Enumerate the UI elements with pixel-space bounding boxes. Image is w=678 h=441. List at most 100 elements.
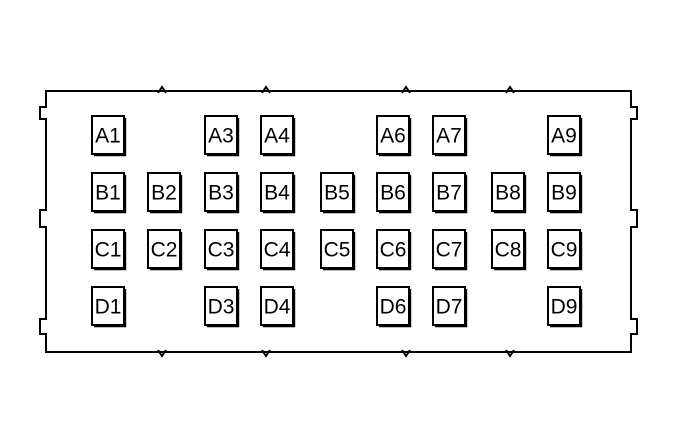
pin-a9: A9 xyxy=(547,115,583,157)
pin-label: B1 xyxy=(95,182,121,205)
pin-label: D3 xyxy=(208,296,235,319)
pin-box-edge xyxy=(207,232,240,271)
pin-box xyxy=(432,229,466,269)
pin-label: B9 xyxy=(551,182,577,205)
pin-box-edge xyxy=(379,289,412,328)
pin-label: D6 xyxy=(380,296,407,319)
connector-notches xyxy=(157,85,515,358)
pin-box-edge xyxy=(207,175,240,214)
pin-label: C3 xyxy=(208,239,235,262)
pin-box-edge xyxy=(323,232,356,271)
pin-box xyxy=(376,229,410,269)
pin-box-edge xyxy=(94,232,127,271)
pin-a3: A3 xyxy=(204,115,240,157)
pin-box-edge xyxy=(263,175,296,214)
pin-label: D7 xyxy=(436,296,463,319)
pin-c8: C8 xyxy=(491,229,527,271)
pin-d3: D3 xyxy=(204,286,240,328)
pin-label: C5 xyxy=(324,239,351,262)
pin-box-edge xyxy=(379,175,412,214)
pin-box-edge xyxy=(94,175,127,214)
pin-box-edge xyxy=(550,289,583,328)
pin-box-edge xyxy=(150,175,183,214)
pin-b9: B9 xyxy=(547,172,583,214)
pin-d7: D7 xyxy=(432,286,468,328)
pin-label: C4 xyxy=(264,239,291,262)
pin-b2: B2 xyxy=(147,172,183,214)
pin-box-edge xyxy=(435,118,468,157)
pin-box-edge xyxy=(550,232,583,271)
pin-label: A3 xyxy=(208,125,234,148)
pin-box-edge xyxy=(494,175,527,214)
pin-label: C7 xyxy=(436,239,463,262)
pin-c9: C9 xyxy=(547,229,583,271)
connector-outline xyxy=(39,90,638,353)
pin-label: D4 xyxy=(264,296,291,319)
pin-a6: A6 xyxy=(376,115,412,157)
pin-label: B8 xyxy=(495,182,521,205)
pin-label: C6 xyxy=(380,239,407,262)
pin-c7: C7 xyxy=(432,229,468,271)
pin-c4: C4 xyxy=(260,229,296,271)
pin-box xyxy=(432,286,466,326)
pin-box xyxy=(376,115,410,155)
pin-b1: B1 xyxy=(91,172,127,214)
pin-d4: D4 xyxy=(260,286,296,328)
pin-d6: D6 xyxy=(376,286,412,328)
pin-d9: D9 xyxy=(547,286,583,328)
pin-b8: B8 xyxy=(491,172,527,214)
pin-box-edge xyxy=(494,232,527,271)
pin-label: B5 xyxy=(324,182,350,205)
pin-c3: C3 xyxy=(204,229,240,271)
pin-box xyxy=(91,115,125,155)
pin-label: C9 xyxy=(551,239,578,262)
pin-b6: B6 xyxy=(376,172,412,214)
pin-a4: A4 xyxy=(260,115,296,157)
pin-box-edge xyxy=(263,118,296,157)
pin-box-edge xyxy=(550,118,583,157)
pin-box-edge xyxy=(207,118,240,157)
pin-a1: A1 xyxy=(91,115,127,157)
pin-box-edge xyxy=(150,232,183,271)
pin-label: C1 xyxy=(95,239,122,262)
pin-box-edge xyxy=(94,118,127,157)
pin-label: A7 xyxy=(436,125,462,148)
pin-box-edge xyxy=(379,118,412,157)
pin-d1: D1 xyxy=(91,286,127,328)
pin-label: A4 xyxy=(264,125,290,148)
pin-c2: C2 xyxy=(147,229,183,271)
pin-b3: B3 xyxy=(204,172,240,214)
pin-label: D9 xyxy=(551,296,578,319)
pin-label: C2 xyxy=(151,239,178,262)
pin-box-edge xyxy=(263,232,296,271)
pin-label: B7 xyxy=(436,182,462,205)
pin-label: B4 xyxy=(264,182,290,205)
pin-label: C8 xyxy=(495,239,522,262)
pin-b5: B5 xyxy=(320,172,356,214)
pin-label: B6 xyxy=(380,182,406,205)
pin-box-edge xyxy=(435,175,468,214)
pin-box-edge xyxy=(323,175,356,214)
pin-a7: A7 xyxy=(432,115,468,157)
pin-label: D1 xyxy=(95,296,122,319)
pin-label: B3 xyxy=(208,182,234,205)
pin-box-edge xyxy=(435,232,468,271)
pin-box xyxy=(376,286,410,326)
pin-c6: C6 xyxy=(376,229,412,271)
pin-box-edge xyxy=(263,289,296,328)
pin-c5: C5 xyxy=(320,229,356,271)
pin-label: A9 xyxy=(551,125,577,148)
pin-box-edge xyxy=(435,289,468,328)
pin-box-edge xyxy=(379,232,412,271)
pin-box-edge xyxy=(550,175,583,214)
pin-box-edge xyxy=(207,289,240,328)
pin-box xyxy=(491,172,525,212)
pin-label: A6 xyxy=(380,125,406,148)
pin-c1: C1 xyxy=(91,229,127,271)
pin-box-edge xyxy=(94,289,127,328)
pin-box xyxy=(547,115,581,155)
pin-b7: B7 xyxy=(432,172,468,214)
pin-b4: B4 xyxy=(260,172,296,214)
